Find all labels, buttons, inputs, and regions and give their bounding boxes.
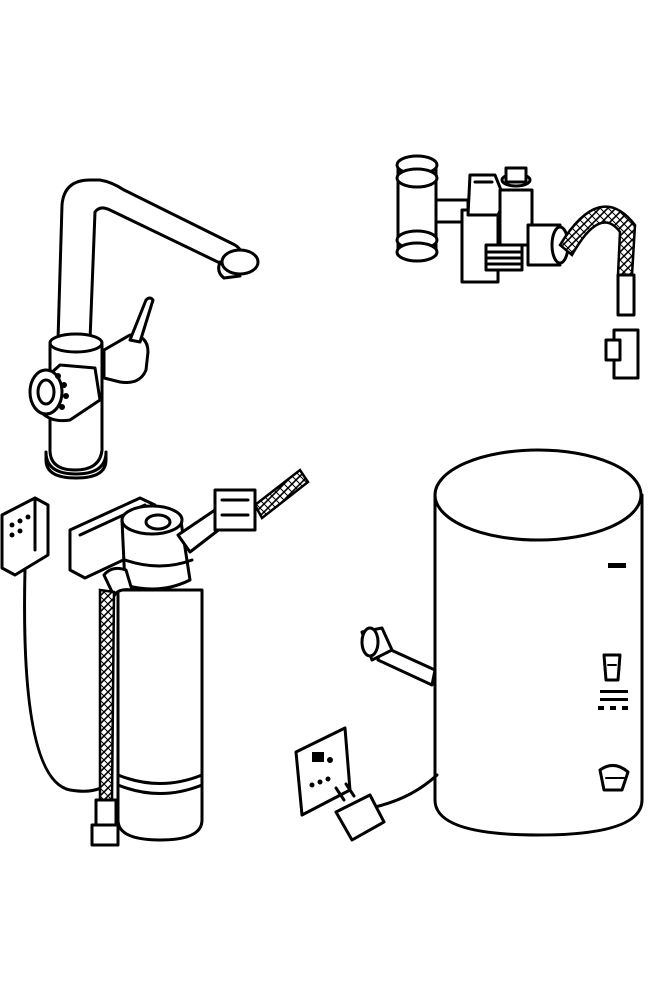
boiler-tank-icon (294, 448, 644, 842)
kitchen-faucet-icon (28, 178, 260, 480)
mixing-valve-icon (395, 154, 640, 380)
water-filter-icon (0, 468, 310, 847)
